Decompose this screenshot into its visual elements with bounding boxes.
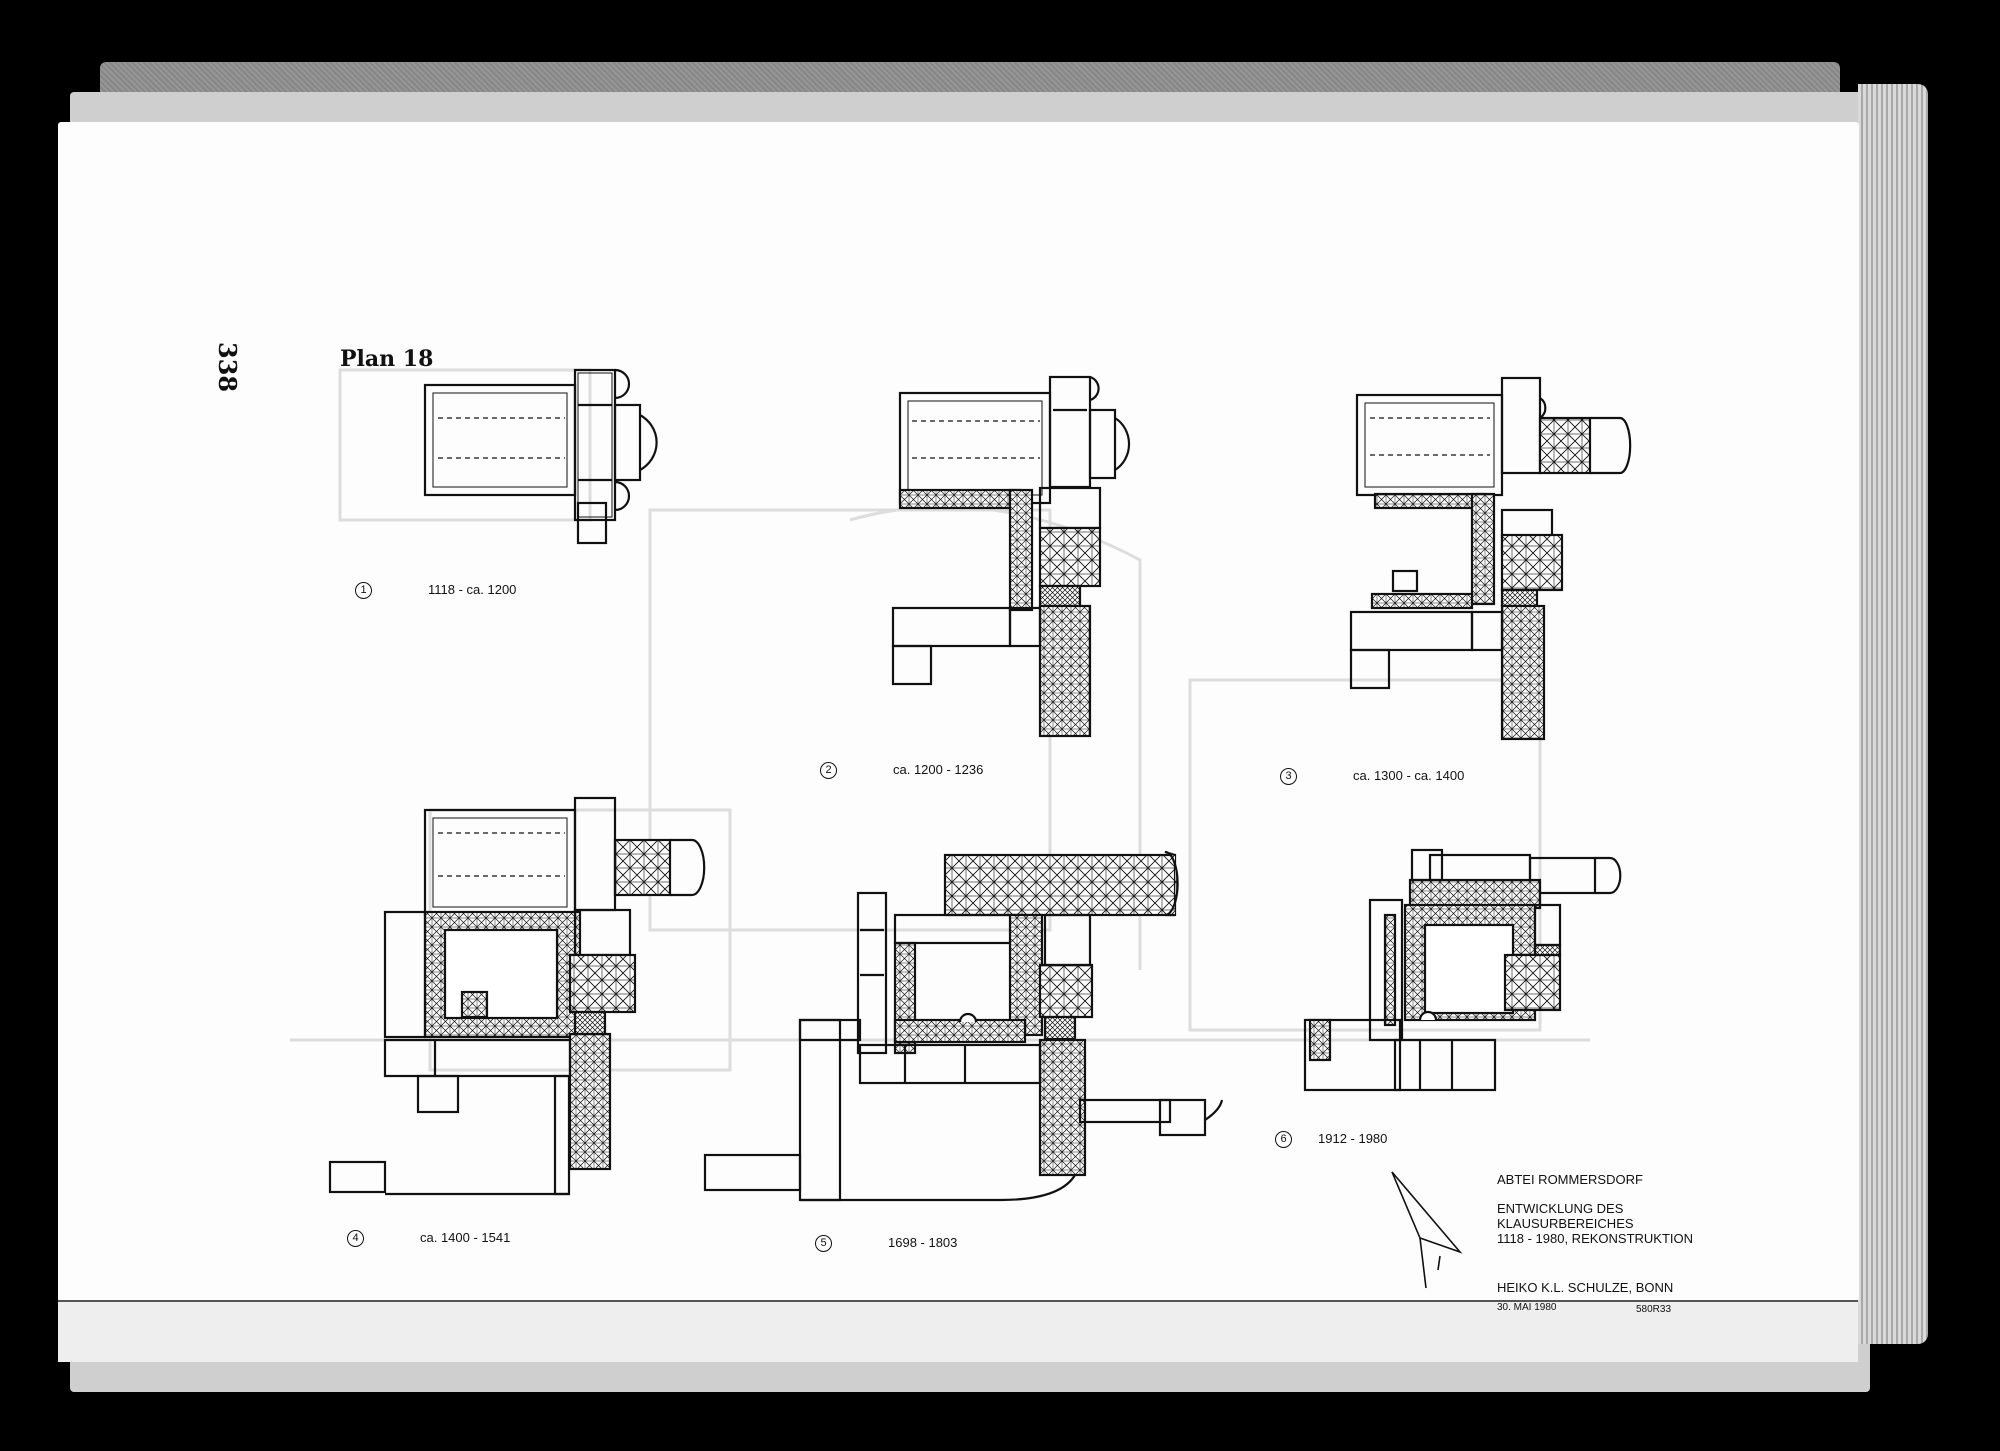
next-page-edge bbox=[58, 1300, 1858, 1362]
title-abbey: ABTEI ROMMERSDORF bbox=[1497, 1172, 1643, 1187]
plan-2-date: ca. 1200 - 1236 bbox=[893, 762, 984, 777]
plan-1-number: 1 bbox=[355, 582, 372, 600]
plan-4-date: ca. 1400 - 1541 bbox=[420, 1230, 511, 1245]
sheet-code: 580R33 bbox=[1636, 1304, 1672, 1315]
plan-5-date: 1698 - 1803 bbox=[888, 1235, 958, 1250]
plan-5-caption: 5 1698 - 1803 bbox=[815, 1235, 958, 1253]
plan-4-caption: 4 ca. 1400 - 1541 bbox=[347, 1230, 511, 1248]
plan-3-caption: 3 ca. 1300 - ca. 1400 bbox=[1280, 768, 1465, 786]
plan-title: Plan 18 bbox=[340, 346, 434, 372]
drawing-title-block: ABTEI ROMMERSDORF ENTWICKLUNG DES KLAUSU… bbox=[1497, 1172, 1693, 1246]
plan-3-date: ca. 1300 - ca. 1400 bbox=[1353, 768, 1465, 783]
plan-1-caption: 1 1118 - ca. 1200 bbox=[355, 582, 517, 600]
plan-6-drawing bbox=[1303, 848, 1622, 1092]
plan-2-caption: 2 ca. 1200 - 1236 bbox=[820, 762, 984, 780]
plan-2-drawing bbox=[891, 375, 1131, 738]
plan-2-number: 2 bbox=[820, 762, 837, 780]
title-line-4: 1118 - 1980, REKONSTRUKTION bbox=[1497, 1231, 1694, 1246]
plan-1-date: 1118 - ca. 1200 bbox=[428, 582, 517, 597]
drawing-date: 30. MAI 1980 bbox=[1497, 1302, 1557, 1313]
plan-6-number: 6 bbox=[1275, 1131, 1292, 1149]
plan-4-drawing bbox=[328, 796, 706, 1196]
plan-6-date: 1912 - 1980 bbox=[1318, 1131, 1388, 1146]
plan-3-number: 3 bbox=[1280, 768, 1297, 786]
north-arrow-icon bbox=[1391, 1171, 1463, 1289]
plan-5-number: 5 bbox=[815, 1235, 832, 1253]
plan-5-drawing bbox=[703, 850, 1224, 1202]
book-page bbox=[58, 122, 1859, 1302]
fore-edge bbox=[1858, 84, 1928, 1344]
plan-6-caption: 6 1912 - 1980 bbox=[1275, 1131, 1388, 1149]
plan-4-number: 4 bbox=[347, 1230, 364, 1248]
title-line-2: ENTWICKLUNG DES bbox=[1497, 1201, 1624, 1216]
title-line-3: KLAUSURBEREICHES bbox=[1497, 1216, 1634, 1231]
plan-1-drawing bbox=[423, 368, 658, 545]
plan-3-drawing bbox=[1349, 376, 1632, 741]
author-credit: HEIKO K.L. SCHULZE, BONN bbox=[1497, 1280, 1674, 1295]
